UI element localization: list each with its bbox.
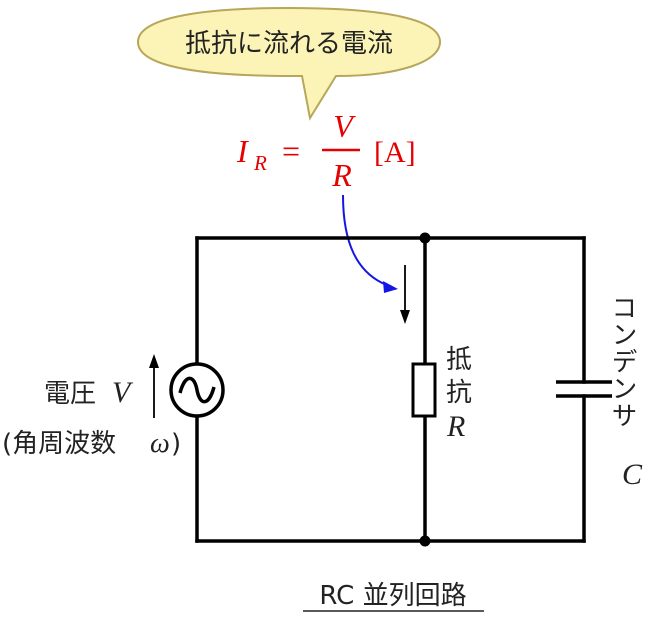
source-label-omega-symbol: ω (150, 428, 170, 459)
formula-numerator: V (333, 108, 356, 144)
pointer-arrow-curve (342, 194, 393, 288)
formula-denominator: R (331, 157, 352, 193)
formula-equals: = (282, 133, 300, 169)
caption: RC 並列回路 (303, 581, 484, 612)
capacitor-label-text: コンデンサ (607, 294, 637, 429)
formula-lhs-symbol: I (236, 133, 249, 169)
source-label-voltage-symbol: V (112, 376, 134, 409)
source-label: 電圧 V (角周波数 ω ) (2, 376, 181, 459)
resistor-label-char2: 抗 (446, 378, 472, 408)
current-arrow (400, 265, 410, 324)
current-arrow-head (400, 310, 410, 324)
junction-bottom (419, 535, 431, 547)
source-label-close-paren: ) (171, 429, 181, 459)
resistor-label-symbol: R (446, 410, 465, 443)
formula-lhs-subscript: R (253, 151, 267, 175)
current-formula: I R = V R [A] (236, 108, 416, 193)
ac-source (169, 362, 225, 418)
resistor-label: 抵 抗 R (446, 345, 472, 443)
source-label-angular-frequency: (角周波数 (2, 429, 116, 459)
capacitor-label-symbol: C (622, 458, 643, 491)
capacitor (556, 380, 612, 398)
pointer-arrow-head (383, 281, 398, 293)
callout-shape (136, 6, 442, 121)
formula-unit: [A] (374, 136, 416, 169)
circuit-wires (195, 236, 586, 543)
voltage-arrow (149, 354, 159, 418)
sine-wave-icon (178, 376, 216, 404)
source-label-voltage: 電圧 (44, 379, 96, 409)
callout-bubble: 抵抗に流れる電流 (136, 6, 442, 121)
resistor (411, 362, 437, 418)
caption-text: RC 並列回路 (319, 581, 466, 611)
pointer-arrow (342, 194, 398, 293)
voltage-arrow-head (149, 354, 159, 368)
resistor-label-char1: 抵 (446, 345, 472, 375)
capacitor-label: コンデンサ C (607, 294, 643, 491)
junction-top (419, 232, 431, 244)
callout-text: 抵抗に流れる電流 (185, 29, 393, 59)
